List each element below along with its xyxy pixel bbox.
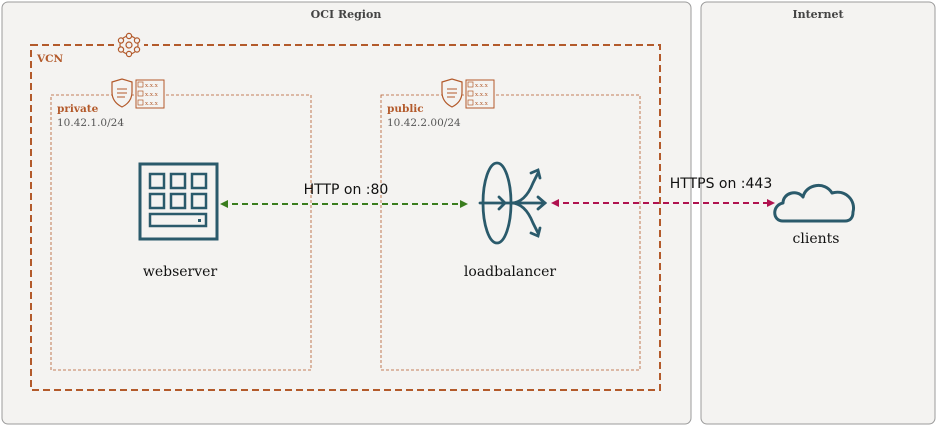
public-subnet: public 10.42.2.00/24 x.x.x x.x.x x.x.x xyxy=(380,78,641,371)
loadbalancer-label: loadbalancer xyxy=(464,264,556,280)
public-subnet-cidr: 10.42.2.00/24 xyxy=(387,117,461,129)
security-list-row: x.x.x xyxy=(145,83,159,89)
load-balancer-icon xyxy=(478,161,548,245)
cloud-icon xyxy=(773,184,856,223)
public-shield-icon xyxy=(441,78,463,108)
loadbalancer-node[interactable]: loadbalancer xyxy=(464,161,556,280)
http-connection-label: HTTP on :80 xyxy=(304,182,389,198)
public-subnet-label: public xyxy=(387,103,424,115)
security-list-row: x.x.x xyxy=(145,101,159,107)
http-connection[interactable]: HTTP on :80 xyxy=(220,182,468,208)
https-connection-label: HTTPS on :443 xyxy=(670,176,773,192)
private-subnet-label: private xyxy=(57,103,99,115)
public-security-list-icon: x.x.x x.x.x x.x.x xyxy=(465,79,495,109)
oci-region-title: OCI Region xyxy=(311,8,382,21)
vcn-box: VCN xyxy=(30,31,661,391)
internet-panel: Internet xyxy=(700,1,936,425)
security-list-row: x.x.x xyxy=(475,92,489,98)
clients-label: clients xyxy=(793,231,840,247)
private-shield-icon xyxy=(111,78,133,108)
webserver-label: webserver xyxy=(143,264,218,280)
https-connection[interactable]: HTTPS on :443 xyxy=(551,176,775,207)
internet-title: Internet xyxy=(792,8,844,21)
private-security-list-icon: x.x.x x.x.x x.x.x xyxy=(135,79,165,109)
clients-node[interactable]: clients xyxy=(773,184,856,247)
security-list-row: x.x.x xyxy=(475,101,489,107)
security-list-row: x.x.x xyxy=(145,92,159,98)
vcn-icon xyxy=(117,32,141,58)
oci-region-panel: OCI Region xyxy=(1,1,692,425)
private-subnet: private 10.42.1.0/24 x.x.x x.x.x x.x.x xyxy=(50,78,312,371)
private-subnet-cidr: 10.42.1.0/24 xyxy=(57,117,124,129)
vcn-label: VCN xyxy=(36,53,64,65)
webserver-node[interactable]: webserver xyxy=(138,162,219,280)
security-list-row: x.x.x xyxy=(475,83,489,89)
server-icon xyxy=(138,162,219,241)
